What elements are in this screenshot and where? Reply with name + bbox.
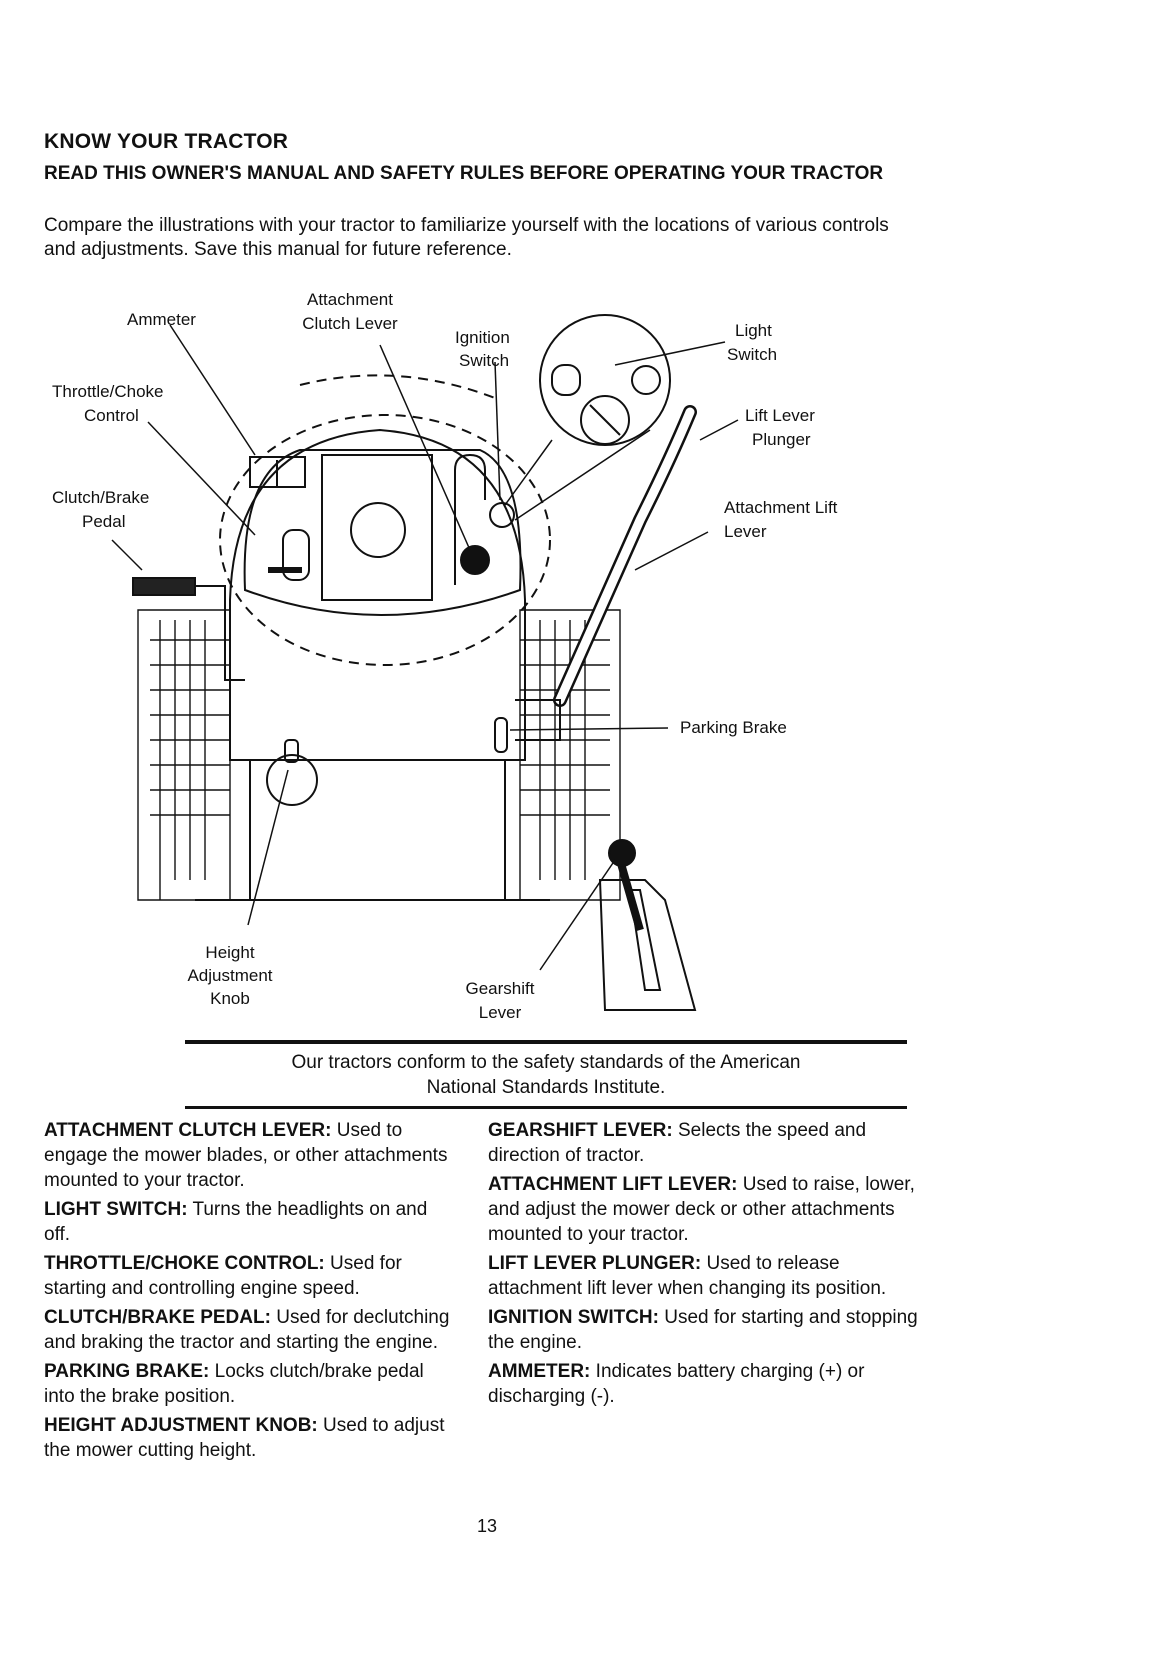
label-parking-brake: Parking Brake [680, 718, 787, 737]
ignition-switch-dash [489, 502, 515, 528]
dashboard-display [321, 454, 433, 601]
page-title: KNOW YOUR TRACTOR [44, 130, 289, 153]
parking-brake-handle [494, 717, 508, 753]
detail-callout-circle [219, 414, 551, 666]
label-ignition-2: Switch [459, 351, 510, 370]
label-throttle-2: Control [84, 406, 139, 425]
label-gearshift-2: Lever [478, 1003, 522, 1022]
label-height-2: Adjustment [187, 966, 273, 985]
bottom-divider [185, 1106, 907, 1109]
label-leader-lines [111, 324, 739, 971]
desc-throttle-choke-control: THROTTLE/CHOKE CONTROL: Used for startin… [44, 1253, 402, 1299]
label-lift-plunger-2: Plunger [752, 430, 811, 449]
notice-line-1: Our tractors conform to the safety stand… [291, 1052, 801, 1073]
label-ignition-1: Ignition [455, 328, 510, 347]
desc-gearshift-lever: GEARSHIFT LEVER: Selects the speed and d… [488, 1120, 867, 1166]
label-gearshift-1: Gearshift [465, 979, 535, 998]
engine-icon [631, 365, 661, 395]
desc-attachment-lift-lever: ATTACHMENT LIFT LEVER: Used to raise, lo… [488, 1174, 915, 1245]
desc-attachment-clutch-lever: ATTACHMENT CLUTCH LEVER: Used to engage … [44, 1120, 448, 1191]
page-number: 13 [476, 1516, 498, 1536]
label-attachment-clutch-1: Attachment [307, 290, 393, 309]
height-adjustment-knob [266, 754, 318, 806]
label-ammeter: Ammeter [127, 310, 196, 329]
descriptions-right-column: GEARSHIFT LEVER: Selects the speed and d… [488, 1118, 918, 1413]
ansi-notice: Our tractors conform to the safety stand… [185, 1050, 907, 1100]
desc-height-adjustment-knob: HEIGHT ADJUSTMENT KNOB: Used to adjust t… [44, 1415, 445, 1461]
safety-heading: READ THIS OWNER'S MANUAL AND SAFETY RULE… [44, 163, 884, 184]
top-divider [185, 1040, 907, 1044]
intro-paragraph: Compare the illustrations with your trac… [44, 215, 889, 260]
label-light-2: Switch [727, 345, 778, 364]
desc-ammeter: AMMETER: Indicates battery charging (+) … [488, 1361, 865, 1407]
dashboard-panel [243, 449, 522, 616]
label-light-1: Light [735, 321, 772, 340]
ignition-key-icon [580, 395, 630, 445]
label-height-1: Height [205, 943, 255, 962]
tractor-body [229, 428, 526, 761]
label-attachment-lift-2: Lever [724, 522, 767, 541]
switch-inset-circle [539, 314, 671, 446]
right-fender-grille [519, 609, 621, 901]
gearshift-knob [608, 839, 636, 867]
clutch-brake-pedal [132, 577, 196, 596]
label-lift-plunger-1: Lift Lever [745, 406, 815, 425]
label-clutch-brake-2: Pedal [82, 512, 126, 531]
throttle-choke-lever [282, 529, 310, 581]
attachment-clutch-lever [454, 453, 486, 585]
desc-ignition-switch: IGNITION SWITCH: Used for starting and s… [488, 1307, 918, 1353]
descriptions-left-column: ATTACHMENT CLUTCH LEVER: Used to engage … [44, 1118, 454, 1467]
dashboard-gauge [350, 502, 406, 558]
choke-icon [551, 364, 581, 396]
label-throttle-1: Throttle/Choke [52, 382, 164, 401]
left-fender-grille [137, 609, 231, 901]
label-height-3: Knob [210, 989, 250, 1008]
desc-light-switch: LIGHT SWITCH: Turns the headlights on an… [44, 1199, 428, 1245]
label-attachment-lift-1: Attachment Lift [724, 498, 838, 517]
desc-parking-brake: PARKING BRAKE: Locks clutch/brake pedal … [44, 1361, 424, 1407]
label-attachment-clutch-2: Clutch Lever [302, 314, 398, 333]
notice-line-2: National Standards Institute. [426, 1077, 666, 1098]
desc-clutch-brake-pedal: CLUTCH/BRAKE PEDAL: Used for declutching… [44, 1307, 450, 1353]
gearshift-housing [598, 879, 697, 1011]
label-clutch-brake-1: Clutch/Brake [52, 488, 150, 507]
desc-lift-lever-plunger: LIFT LEVER PLUNGER: Used to release atta… [488, 1253, 887, 1299]
